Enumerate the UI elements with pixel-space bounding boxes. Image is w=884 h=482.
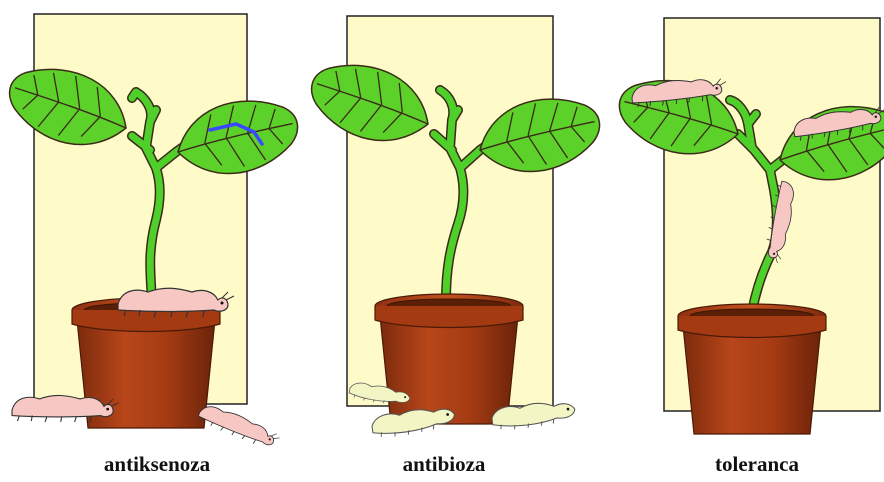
caption-antibioza: antibioza — [403, 452, 486, 477]
panel-toleranca — [611, 18, 884, 434]
panel-antiksenoza — [0, 14, 305, 452]
flower-pot — [678, 304, 826, 434]
caterpillar-ground-right — [196, 401, 281, 452]
flower-pot — [375, 294, 523, 424]
caption-toleranca: toleranca — [715, 452, 799, 477]
dead-caterpillar-2 — [371, 405, 457, 440]
caption-antiksenoza: antiksenoza — [104, 452, 210, 477]
panel-antibioza — [301, 16, 607, 439]
